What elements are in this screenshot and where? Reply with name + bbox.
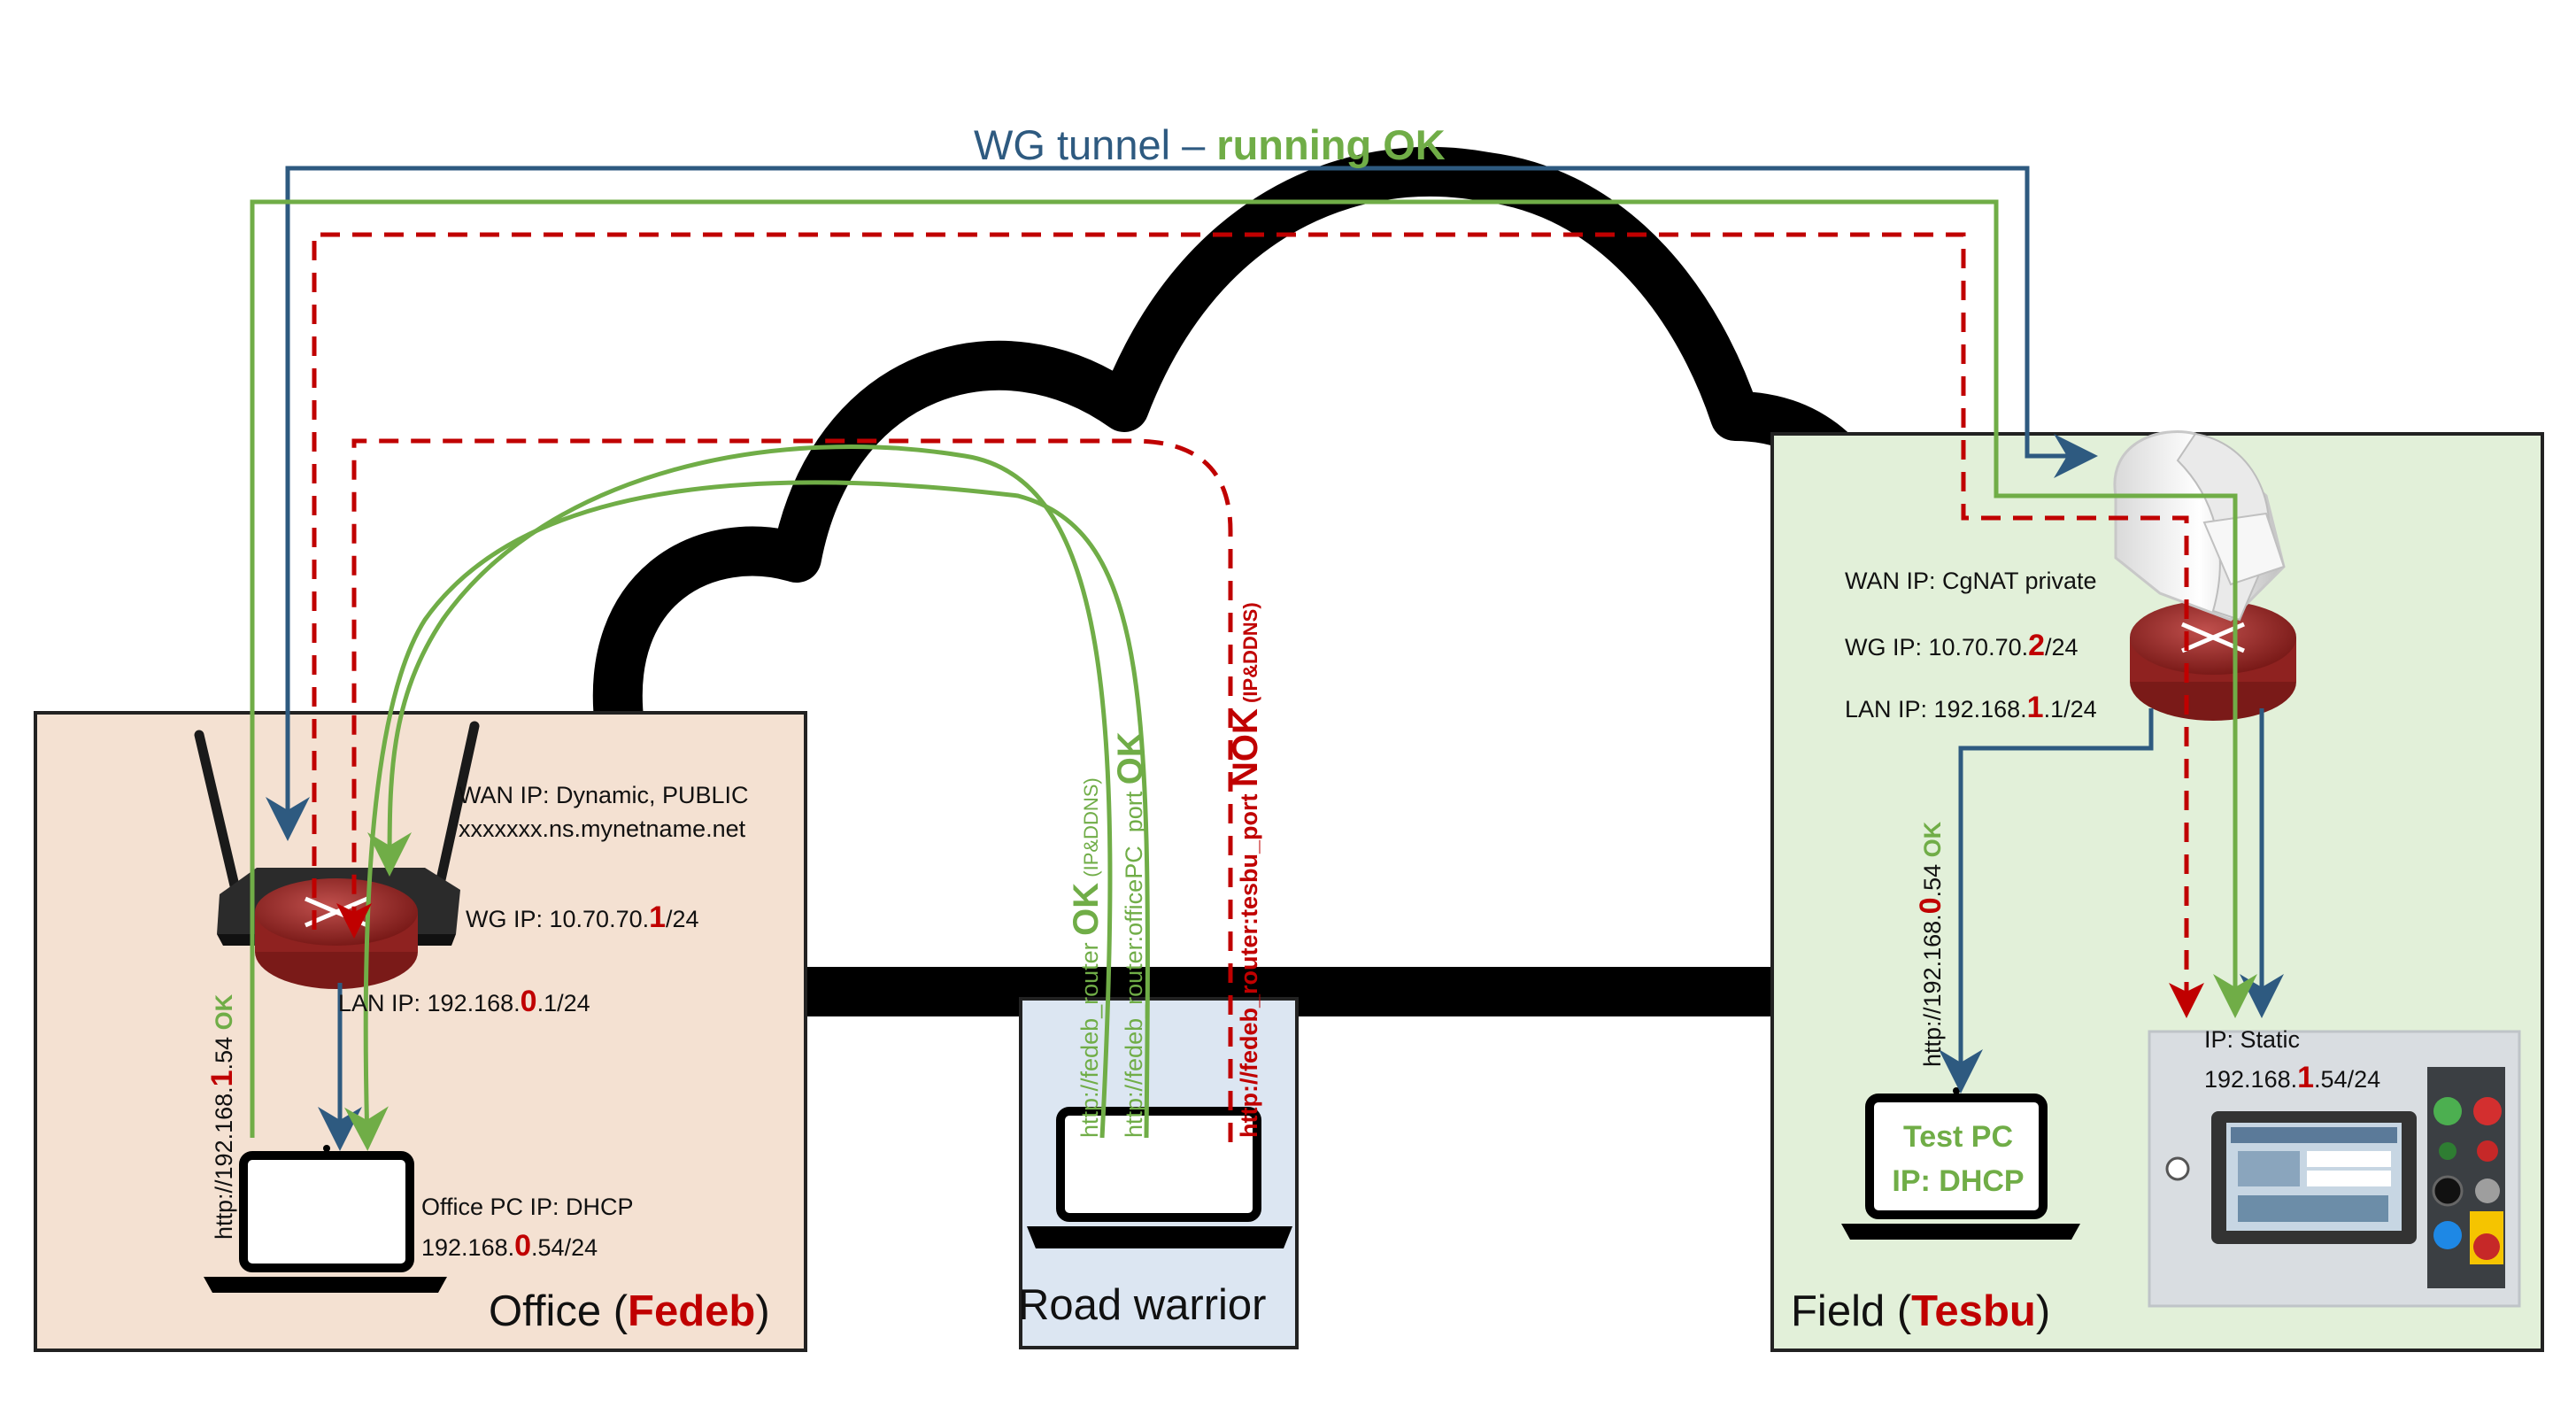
field-router bbox=[2130, 600, 2296, 721]
office-wg-label: WG IP: 10.70.70.1/24 bbox=[466, 900, 699, 934]
ok-line-road-router bbox=[367, 444, 1113, 1139]
ok-line-road-officepc bbox=[343, 480, 1150, 1151]
office-zone bbox=[34, 711, 807, 1352]
test-pc-ip-label: IP: DHCP bbox=[1892, 1164, 2024, 1198]
wg-tunnel-line-office bbox=[285, 166, 2098, 832]
office-laptop-icon bbox=[204, 1145, 447, 1293]
test-pc-laptop-icon bbox=[1841, 1087, 2080, 1240]
office-ddns-label: xxxxxxx.ns.mynetname.net bbox=[459, 815, 746, 842]
test-pc-label: Test PC bbox=[1903, 1120, 2013, 1154]
road-link2-label: http://fedeb_router:officePC_port OK bbox=[1111, 731, 1150, 1138]
office-url-label: http://192.168.1.54 OK bbox=[205, 993, 239, 1240]
field-lan-line-testpc bbox=[1939, 708, 2154, 1094]
office-pc-ip-label: 192.168.0.54/24 bbox=[421, 1229, 598, 1263]
hmi-ip-label: IP: Static bbox=[2204, 1026, 2300, 1053]
field-wan-label: WAN IP: CgNAT private bbox=[1845, 568, 2097, 594]
field-url-label: http://192.168.0.54 OK bbox=[1914, 821, 1947, 1067]
office-zone-label: Office (Fedeb) bbox=[489, 1287, 770, 1335]
office-router bbox=[194, 721, 480, 989]
road-laptop-icon bbox=[1027, 1107, 1292, 1248]
office-wan-label: WAN IP: Dynamic, PUBLIC bbox=[459, 782, 749, 808]
road-link3-label: http://fedeb_router:tesbu_port NOK (IP&D… bbox=[1226, 602, 1265, 1138]
hmi-panel bbox=[2148, 1030, 2521, 1308]
field-lan-label: LAN IP: 192.168.1.1/24 bbox=[1845, 691, 2097, 724]
field-zone-label: Field (Tesbu) bbox=[1791, 1287, 2050, 1335]
road-link1-label: http://fedeb_router OK (IP&DDNS) bbox=[1067, 777, 1106, 1138]
road-zone-label: Road warrior bbox=[1018, 1281, 1266, 1329]
tunnel-title: WG tunnel – running OK bbox=[974, 121, 1446, 168]
office-lan-label: LAN IP: 192.168.0.1/24 bbox=[338, 985, 590, 1018]
ok-line-office-to-field bbox=[250, 199, 2257, 1138]
nok-line-office-field bbox=[312, 232, 2204, 1018]
office-pc-label: Office PC IP: DHCP bbox=[421, 1194, 634, 1220]
hmi-ip-value-label: 192.168.1.54/24 bbox=[2204, 1061, 2380, 1094]
field-wg-label: WG IP: 10.70.70.2/24 bbox=[1845, 629, 2079, 662]
